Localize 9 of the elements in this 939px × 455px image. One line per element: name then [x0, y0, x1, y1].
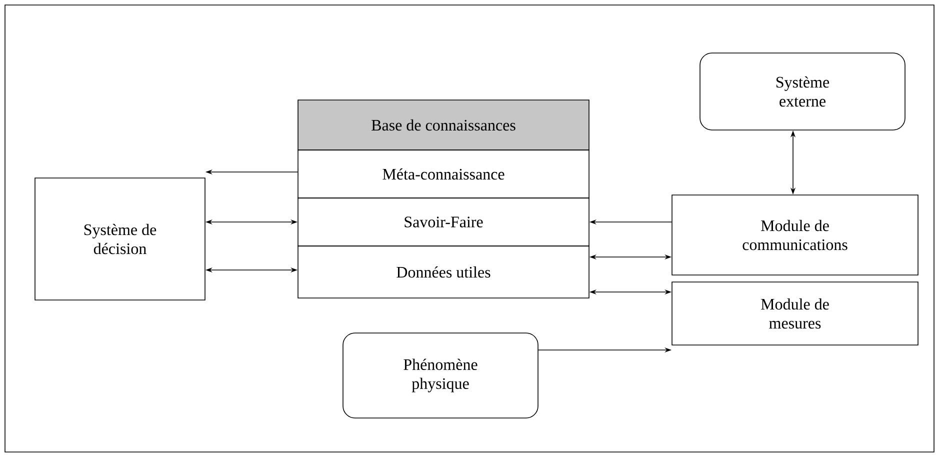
row-band: Savoir-Faire	[298, 198, 590, 246]
process-box: Module de mesures	[672, 282, 918, 346]
rounded-box: Phénomène physique	[342, 332, 538, 418]
row-band: Données utiles	[298, 246, 590, 298]
process-box: Système de décision	[34, 178, 206, 300]
rounded-box: Système externe	[700, 52, 906, 130]
process-box: Module de communications	[672, 194, 918, 276]
header-band: Base de connaissances	[298, 100, 590, 150]
row-band: Méta-connaissance	[298, 150, 590, 198]
